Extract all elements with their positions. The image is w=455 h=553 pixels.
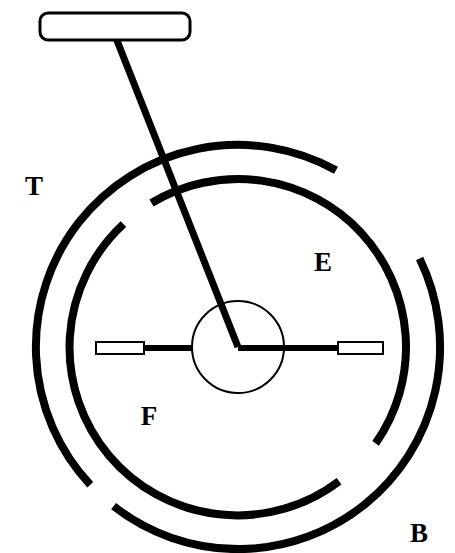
outer-arc-t xyxy=(36,145,336,485)
part-label: B xyxy=(410,520,428,547)
right-crank xyxy=(238,345,338,351)
right-pedal xyxy=(338,342,383,354)
part-label: E xyxy=(314,249,332,276)
part-label: F xyxy=(141,403,158,430)
seat-post xyxy=(116,38,238,347)
seat xyxy=(40,13,190,40)
part-label: T xyxy=(25,173,43,200)
left-crank xyxy=(144,345,192,351)
outer-arc-b xyxy=(114,259,440,550)
left-pedal xyxy=(96,342,144,354)
